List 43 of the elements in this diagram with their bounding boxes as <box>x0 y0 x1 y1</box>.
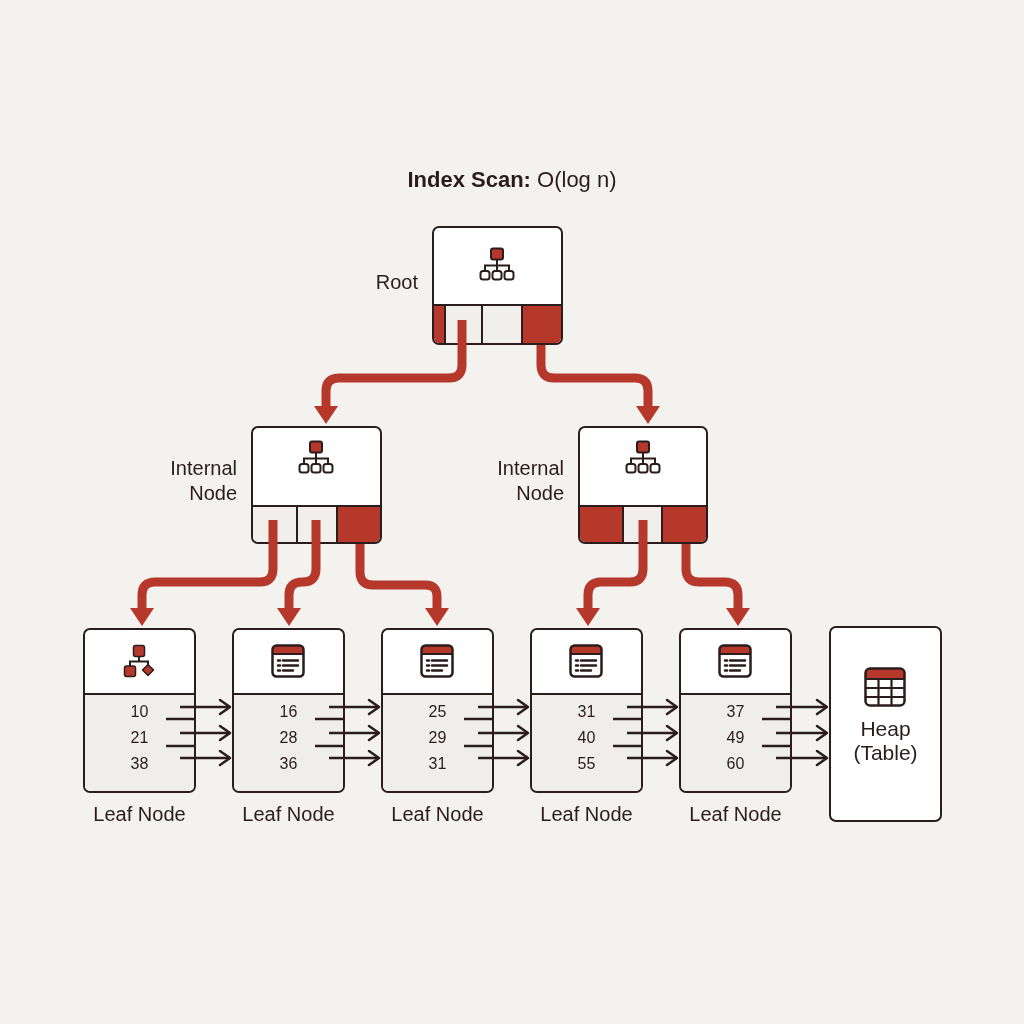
node-label: Leaf Node <box>93 802 186 827</box>
pointer-arrow <box>776 698 829 716</box>
node-label: Leaf Node <box>242 802 335 827</box>
pointer-arrow <box>180 749 232 767</box>
pointer-arrow <box>776 749 829 767</box>
diagram-title: Index Scan: O(log n) <box>407 167 617 193</box>
node-label: Leaf Node <box>689 802 782 827</box>
key-value: 38 <box>130 754 149 774</box>
node-label: Internal Node <box>169 456 237 506</box>
node-label: Leaf Node <box>391 802 484 827</box>
pointer-arrow <box>329 724 381 742</box>
node-label: Heap (Table) <box>852 717 919 765</box>
key-value: 31 <box>428 754 447 774</box>
key-value: 55 <box>577 754 596 774</box>
node-label: Root <box>374 270 418 295</box>
key-value: 36 <box>279 754 298 774</box>
key-value: 31 <box>577 702 596 722</box>
pointer-arrow <box>180 724 232 742</box>
pointer-arrow <box>478 698 530 716</box>
pointer-arrow <box>478 724 530 742</box>
pointer-arrow <box>627 749 679 767</box>
key-value: 60 <box>726 754 745 774</box>
node-label: Internal Node <box>496 456 564 506</box>
key-value: 10 <box>130 702 149 722</box>
pointer-arrow <box>329 698 381 716</box>
key-value: 37 <box>726 702 745 722</box>
pointer-arrow <box>627 724 679 742</box>
pointer-arrow <box>180 698 232 716</box>
node-label: Leaf Node <box>540 802 633 827</box>
key-value: 40 <box>577 728 596 748</box>
heap-table-card <box>829 626 942 822</box>
key-value: 28 <box>279 728 298 748</box>
pointer-arrow <box>355 544 449 626</box>
pointer-arrow <box>627 698 679 716</box>
key-value: 25 <box>428 702 447 722</box>
key-value: 21 <box>130 728 149 748</box>
key-value: 49 <box>726 728 745 748</box>
key-value: 16 <box>279 702 298 722</box>
pointer-arrow <box>130 520 278 626</box>
key-value: 29 <box>428 728 447 748</box>
pointer-arrow <box>478 749 530 767</box>
pointer-arrow <box>329 749 381 767</box>
pointer-arrow <box>776 724 829 742</box>
